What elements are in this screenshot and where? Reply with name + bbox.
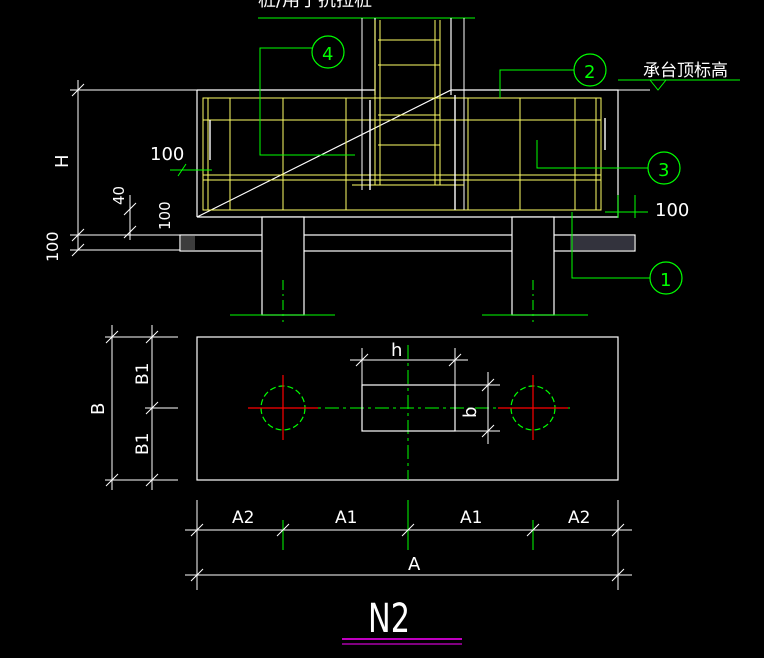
dim-B1-bottom-text: B1: [133, 433, 153, 455]
rebar-cage: [202, 20, 602, 211]
callout-4-text: 4: [322, 44, 333, 65]
dim-A-tick-7: [611, 568, 625, 582]
dim-h-tick-right: [448, 353, 462, 367]
dim-B1-tick-top: [145, 330, 159, 344]
callout-1-text: 1: [660, 270, 671, 291]
dim-A-tick-2: [276, 523, 290, 537]
dim-40-tick-b: [123, 225, 137, 239]
dim-100-v-text: 100: [156, 201, 174, 230]
callout-2-leader: [499, 69, 574, 98]
dim-A1-right-text: A1: [460, 508, 482, 528]
cap-top-marker: [649, 79, 667, 91]
dim-B-tick-top: [105, 330, 119, 344]
dim-A-tick-4: [526, 523, 540, 537]
dim-tick-1: [71, 83, 85, 97]
callout-1-leader: [571, 212, 650, 279]
callout-3-leader: [536, 140, 648, 169]
dim-100-left-tick: [177, 163, 187, 177]
callout-4-circle: [311, 35, 345, 69]
dim-h-text: h: [391, 340, 402, 361]
dim-h-tick-left: [355, 353, 369, 367]
dim-40-tick-a: [123, 202, 137, 216]
plan-column: [361, 384, 456, 432]
dim-B1-tick-bot: [145, 473, 159, 487]
dim-B1-top-text: B1: [133, 363, 153, 385]
bottom-dimensions: A2 A1 A1 A2 A: [185, 500, 632, 590]
cushion-hatch-right: [570, 236, 634, 250]
cushion-layer: [179, 234, 636, 252]
dim-100-right-text: 100: [655, 200, 689, 221]
dim-B-text: B: [88, 403, 109, 415]
dim-A-tick-6: [190, 568, 204, 582]
callout-3-text: 3: [658, 160, 669, 181]
dim-A2-left-text: A2: [232, 508, 254, 528]
dim-A-tick-5: [611, 523, 625, 537]
dim-A-text: A: [408, 554, 421, 575]
callout-2-text: 2: [584, 62, 595, 83]
dim-40-text: 40: [110, 186, 128, 205]
section-view: 桩/用于抗拉桩: [43, 0, 740, 322]
dim-b-tick-bot: [481, 424, 495, 438]
dim-H-text: H: [52, 154, 73, 168]
dim-A-tick-3: [401, 523, 415, 537]
dim-100-bottom-text: 100: [43, 231, 62, 262]
top-label: 桩/用于抗拉桩: [258, 0, 372, 11]
dim-100-left-text: 100: [150, 144, 184, 165]
pile-right: [511, 216, 555, 316]
dim-b-tick-top: [481, 378, 495, 392]
dim-A1-left-text: A1: [335, 508, 357, 528]
dim-b-text: b: [460, 407, 481, 418]
drawing-title: N2: [368, 596, 410, 642]
dim-A-tick-1: [190, 523, 204, 537]
plan-view: h b B B1 B1: [88, 325, 619, 490]
rebar-accents: [209, 95, 606, 210]
pile-left: [261, 216, 305, 316]
dim-A2-right-text: A2: [568, 508, 590, 528]
cap-top-label: 承台顶标高: [643, 61, 728, 81]
callout-4-leader: [259, 47, 355, 156]
dim-B1-tick-mid: [145, 401, 159, 415]
cushion-hatch-left: [181, 236, 195, 250]
dim-tick-2: [71, 228, 85, 242]
dim-B-tick-bot: [105, 473, 119, 487]
dim-tick-3: [71, 243, 85, 257]
drawing-title-block: N2: [342, 596, 462, 645]
